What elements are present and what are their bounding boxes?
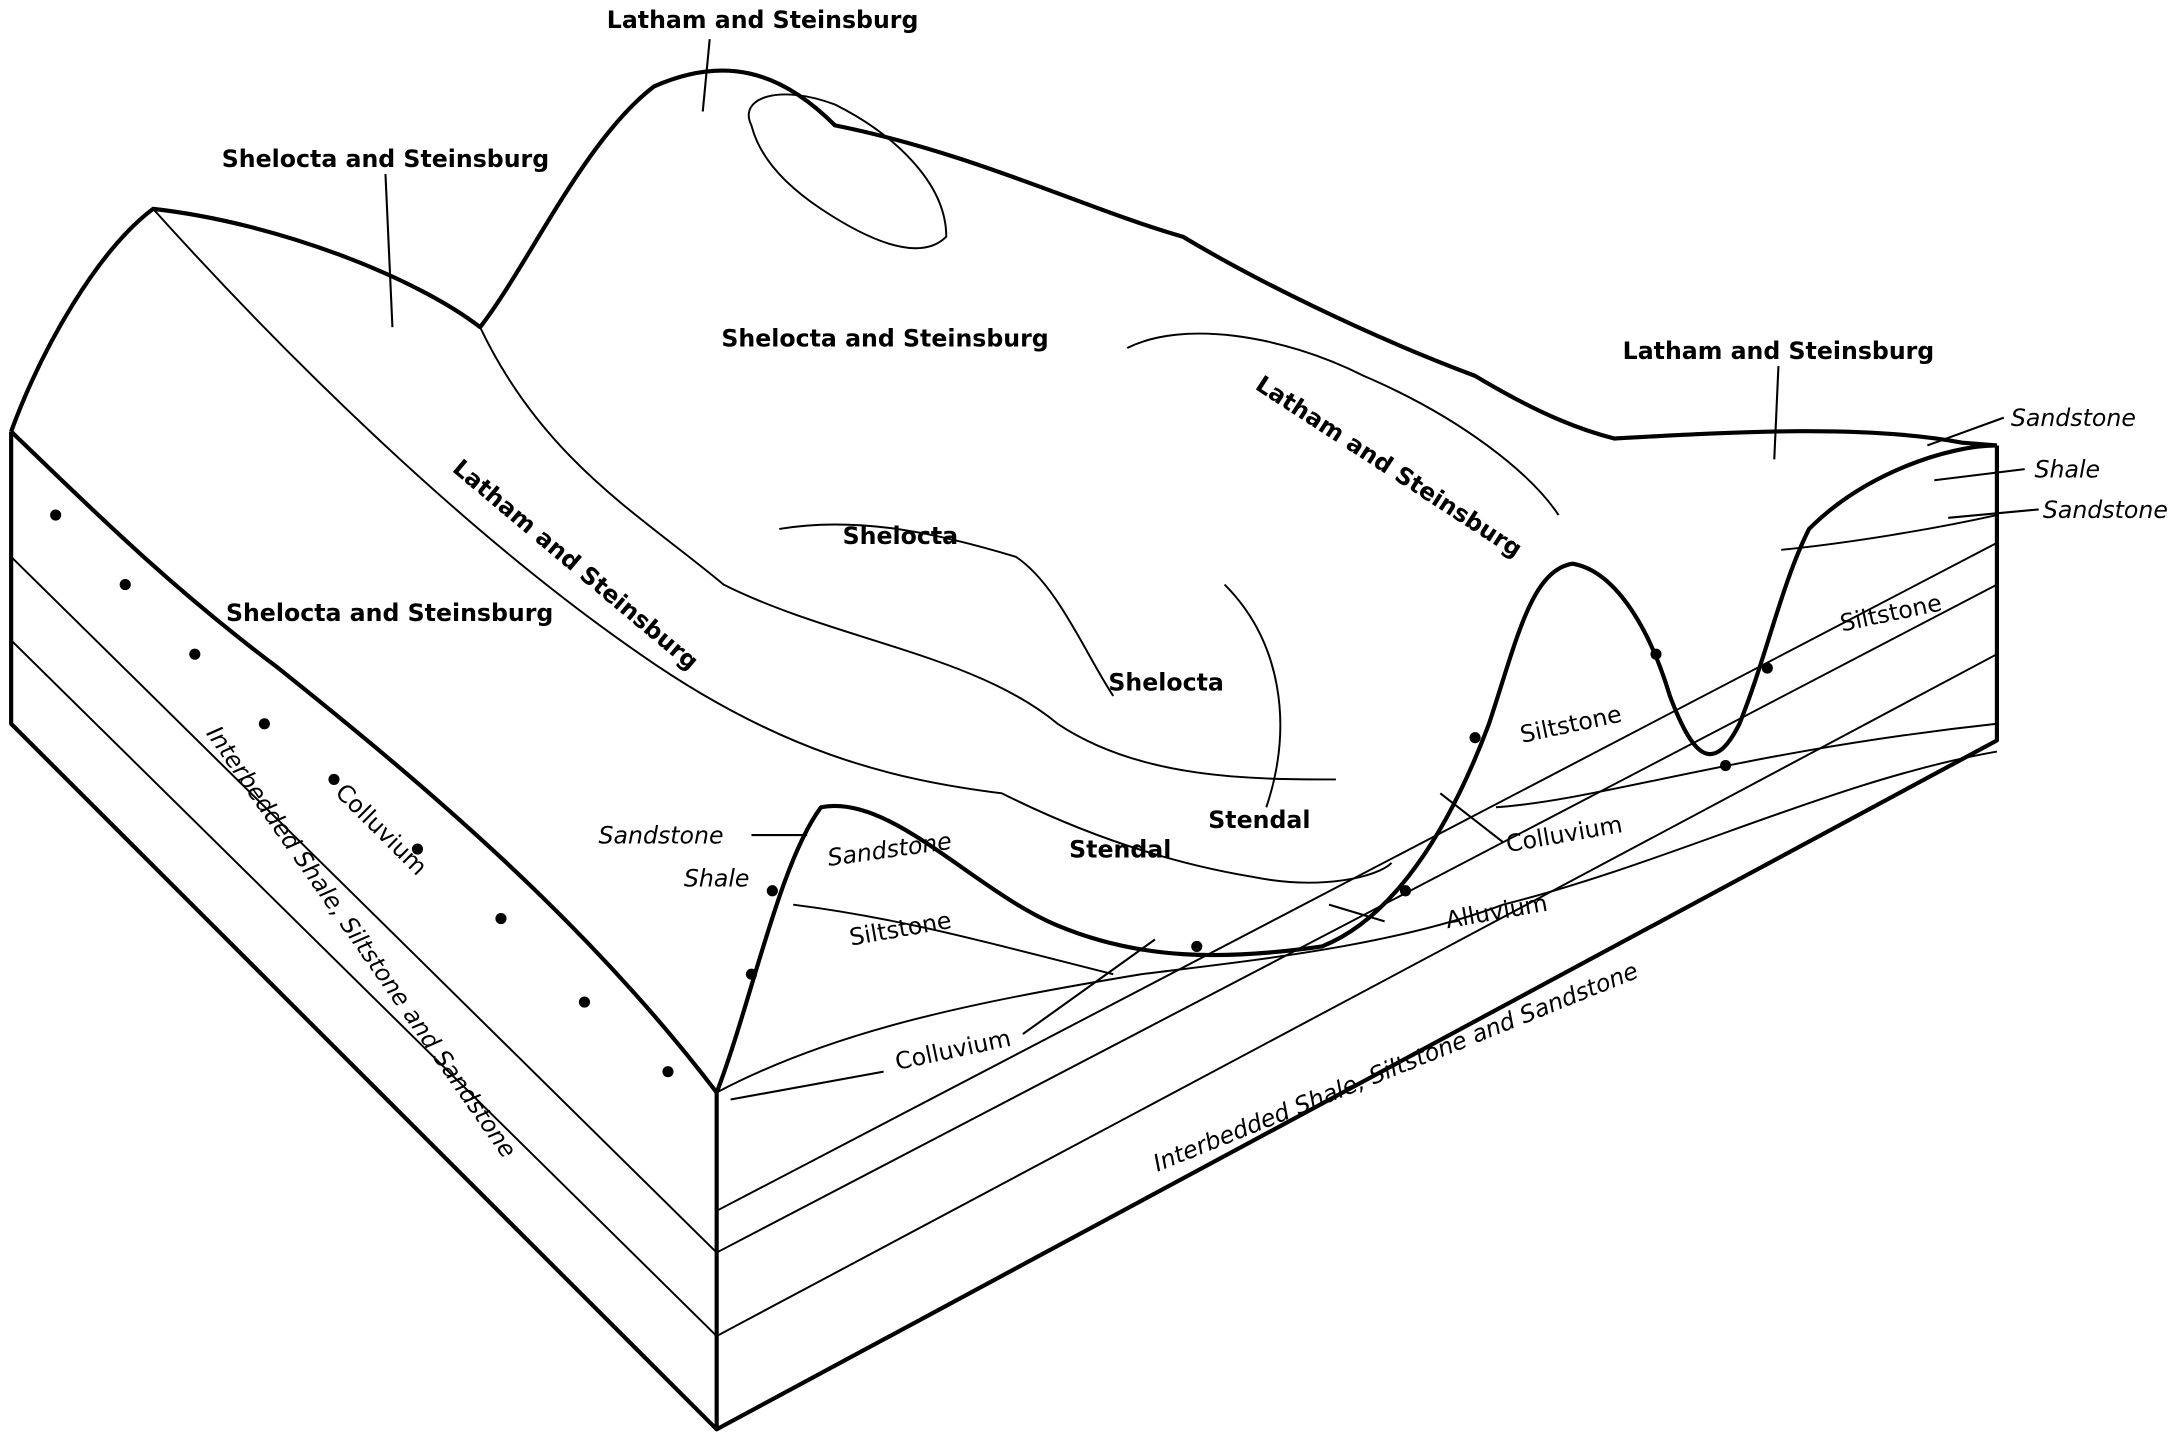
label-sandstone-right-top: Sandstone bbox=[2011, 404, 2136, 432]
block-outline bbox=[9, 68, 2000, 1432]
label-alluvium: Alluvium bbox=[1443, 889, 1549, 934]
label-colluvium-left: Colluvium bbox=[330, 778, 433, 881]
label-colluvium-right: Colluvium bbox=[1504, 810, 1625, 858]
label-shelocta-1: Shelocta bbox=[843, 522, 959, 550]
label-colluvium-front: Colluvium bbox=[893, 1024, 1014, 1076]
label-stendal-2: Stendal bbox=[1069, 835, 1171, 863]
label-latham-right: Latham and Steinsburg bbox=[1623, 337, 1935, 365]
label-siltstone-front: Siltstone bbox=[847, 906, 953, 951]
colluvium-dots bbox=[50, 509, 1773, 1078]
label-shelocta-steinsburg-left: Shelocta and Steinsburg bbox=[226, 599, 553, 627]
label-arrows bbox=[384, 39, 2039, 1101]
label-shale-right: Shale bbox=[2034, 455, 2100, 483]
label-shelocta-steinsburg-upper-left: Shelocta and Steinsburg bbox=[222, 145, 549, 173]
label-shelocta-2: Shelocta bbox=[1108, 668, 1224, 696]
label-latham-ridge-right: Latham and Steinsburg bbox=[1251, 370, 1528, 563]
label-stendal-1: Stendal bbox=[1208, 806, 1310, 834]
label-latham-top: Latham and Steinsburg bbox=[607, 6, 919, 34]
label-sandstone-right-bottom: Sandstone bbox=[2043, 496, 2168, 524]
label-latham-ridge-left: Latham and Steinsburg bbox=[447, 454, 704, 676]
label-shale-front: Shale bbox=[684, 865, 750, 893]
label-sandstone-front-inner: Sandstone bbox=[826, 827, 954, 872]
label-siltstone-right-2: Siltstone bbox=[1518, 700, 1625, 749]
label-sandstone-front-outer: Sandstone bbox=[598, 821, 723, 849]
label-shelocta-steinsburg-center: Shelocta and Steinsburg bbox=[721, 325, 1048, 353]
label-siltstone-right-1: Siltstone bbox=[1838, 589, 1945, 638]
label-bedrock-left: Interbedded Shale, Siltstone and Sandsto… bbox=[201, 721, 522, 1163]
